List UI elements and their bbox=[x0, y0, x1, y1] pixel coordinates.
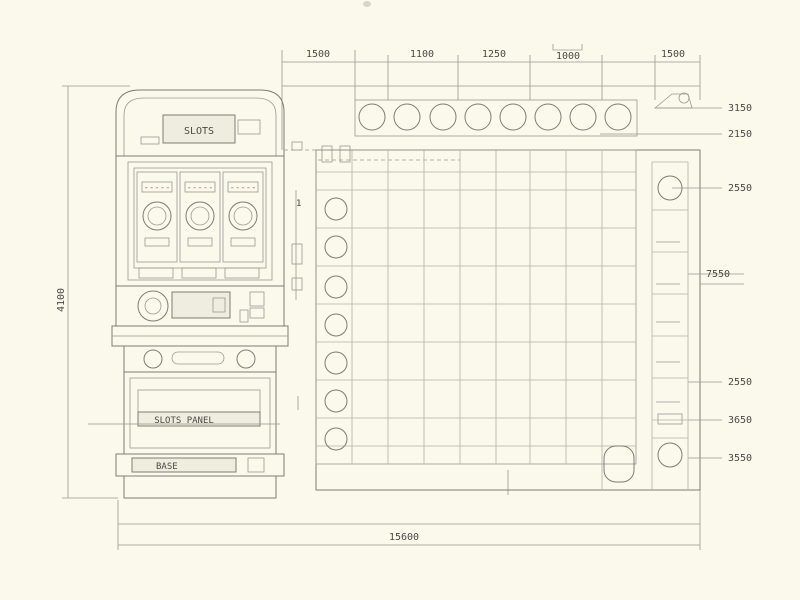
topper-sign-plate bbox=[162, 114, 236, 144]
right-column bbox=[603, 175, 683, 483]
base-plate-text: BASE bbox=[156, 462, 178, 472]
panel-plate-text: SLOTS PANEL bbox=[154, 416, 214, 426]
dim-right-4: 7550 bbox=[706, 269, 730, 280]
dim-top-1: 1500 bbox=[306, 49, 330, 60]
reel-3-label: ----- bbox=[229, 183, 256, 193]
top-circle-row bbox=[354, 99, 638, 137]
dim-right-7: 3550 bbox=[728, 453, 752, 464]
topper-sign-text: SLOTS bbox=[184, 126, 214, 137]
right-leaders bbox=[600, 107, 744, 459]
top-mark bbox=[363, 1, 371, 7]
dim-left-height: 4100 bbox=[56, 288, 67, 312]
dim-bottom-width: 15600 bbox=[389, 532, 419, 543]
left-circle-column bbox=[324, 197, 348, 451]
grid-horizontals bbox=[316, 161, 688, 447]
left-dimension bbox=[62, 85, 130, 499]
dim-right-3: 2550 bbox=[728, 183, 752, 194]
credit-display bbox=[171, 291, 231, 319]
dim-top-4: 1000 bbox=[556, 51, 580, 62]
connector-marks bbox=[88, 141, 460, 425]
dim-top-5: 1500 bbox=[661, 49, 685, 60]
slot-cabinet: SLOTS bbox=[111, 89, 289, 499]
base-plate bbox=[131, 457, 237, 473]
top-right-detail bbox=[653, 93, 693, 109]
dim-right-1: 3150 bbox=[728, 103, 752, 114]
dim-right-2: 2150 bbox=[728, 129, 752, 140]
grid-verticals bbox=[351, 150, 689, 490]
reel-3 bbox=[222, 171, 264, 279]
reel-2-label: ----- bbox=[186, 183, 213, 193]
side-marker: 1 bbox=[296, 199, 301, 209]
grid-plan bbox=[315, 92, 701, 491]
reel-2 bbox=[179, 171, 221, 279]
dim-top-2: 1100 bbox=[410, 49, 434, 60]
dim-right-5: 2550 bbox=[728, 377, 752, 388]
dim-top-3: 1250 bbox=[482, 49, 506, 60]
reel-1-label: ----- bbox=[143, 183, 170, 193]
dim-right-6: 3650 bbox=[728, 415, 752, 426]
top-dimension-lines bbox=[281, 44, 701, 150]
reel-1 bbox=[136, 171, 178, 279]
panel-plate bbox=[137, 411, 261, 427]
bottom-dimension bbox=[117, 470, 701, 550]
